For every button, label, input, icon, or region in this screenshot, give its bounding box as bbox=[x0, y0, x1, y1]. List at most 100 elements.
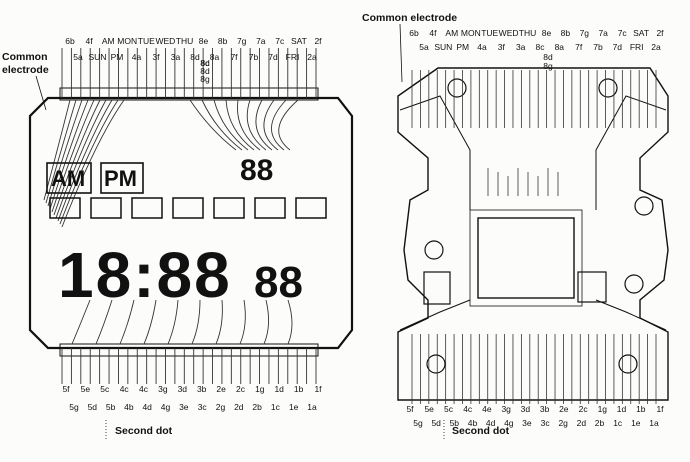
internal-trace bbox=[246, 99, 267, 151]
pin-label: 1e bbox=[289, 402, 299, 412]
pin-label: WED bbox=[499, 28, 519, 38]
weekday-segment bbox=[295, 197, 327, 219]
pin-label: 8d bbox=[200, 66, 210, 76]
board-traces bbox=[411, 70, 657, 404]
mounting-hole bbox=[598, 78, 618, 98]
pin-label: 7c bbox=[275, 36, 285, 46]
internal-trace bbox=[225, 99, 255, 151]
ic-chip-frame bbox=[469, 209, 583, 307]
pin-label: 1f bbox=[314, 384, 322, 394]
internal-trace bbox=[55, 99, 107, 219]
pin-label: 4g bbox=[161, 402, 171, 412]
common-electrode-pointer bbox=[35, 75, 47, 111]
pin-label: 8g bbox=[200, 74, 210, 84]
pin-label: 5c bbox=[444, 404, 454, 414]
weekday-segment bbox=[131, 197, 163, 219]
pin-label: 5f bbox=[62, 384, 70, 394]
pin-label: TUE bbox=[138, 36, 155, 46]
time-digits: 18:88 bbox=[58, 239, 232, 311]
internal-trace bbox=[49, 99, 89, 210]
pin-label: 5d bbox=[431, 418, 441, 428]
internal-trace bbox=[213, 99, 249, 151]
internal-trace bbox=[201, 99, 243, 151]
pin-label: 8a bbox=[210, 52, 220, 62]
mounting-hole bbox=[447, 78, 467, 98]
second-dot-label: Second dot bbox=[115, 425, 173, 437]
pin-label: 4b bbox=[124, 402, 134, 412]
seconds-digits: 88 bbox=[254, 258, 303, 307]
internal-trace bbox=[237, 99, 261, 151]
pin-label: 2b bbox=[252, 402, 262, 412]
pin-label: 3d bbox=[178, 384, 188, 394]
top-connector-strip bbox=[59, 87, 319, 101]
internal-trace bbox=[263, 299, 269, 345]
pin-label: FRI bbox=[630, 42, 644, 52]
internal-trace bbox=[143, 299, 157, 345]
pin-label: 1a bbox=[307, 402, 317, 412]
pin-label: SAT bbox=[633, 28, 649, 38]
am-indicator-frame bbox=[46, 162, 92, 194]
pin-label: 2e bbox=[559, 404, 569, 414]
pin-label: 3a bbox=[516, 42, 526, 52]
internal-trace bbox=[61, 99, 125, 228]
contact-pad bbox=[423, 271, 451, 305]
pin-label: SUN bbox=[89, 52, 107, 62]
pin-label: 7g bbox=[580, 28, 590, 38]
mounting-hole bbox=[426, 354, 446, 374]
internal-trace bbox=[45, 99, 77, 204]
pin-label: 3c bbox=[541, 418, 551, 428]
pin-label: 2f bbox=[314, 36, 322, 46]
pin-label: 4g bbox=[504, 418, 514, 428]
internal-trace bbox=[119, 299, 135, 345]
pin-label: 5e bbox=[81, 384, 91, 394]
pin-label: 5b bbox=[450, 418, 460, 428]
pin-label: 5a bbox=[73, 52, 83, 62]
internal-trace bbox=[278, 99, 299, 151]
pin-label: 2d bbox=[577, 418, 587, 428]
board-outline bbox=[397, 67, 669, 401]
common-electrode-label-line1: Common bbox=[2, 51, 48, 63]
pin-label: 1e bbox=[631, 418, 641, 428]
pin-label: 1d bbox=[617, 404, 627, 414]
pin-label: 5d bbox=[88, 402, 98, 412]
pin-label: 5c bbox=[100, 384, 110, 394]
pin-label: 5b bbox=[106, 402, 116, 412]
bottom-connector-strip bbox=[59, 343, 319, 357]
internal-trace bbox=[95, 299, 113, 345]
pin-label: 4f bbox=[86, 36, 94, 46]
pin-label: 1a bbox=[649, 418, 659, 428]
pin-label: 2e bbox=[216, 384, 226, 394]
internal-trace bbox=[53, 99, 101, 216]
weekday-segment bbox=[254, 197, 286, 219]
am-indicator: AM bbox=[51, 166, 85, 191]
internal-trace bbox=[167, 299, 179, 345]
lead-traces bbox=[43, 48, 317, 384]
pin-label: 4c bbox=[463, 404, 473, 414]
common-electrode-label-line2: electrode bbox=[2, 64, 49, 76]
pin-label: 4b bbox=[468, 418, 478, 428]
pin-label: 2a bbox=[307, 52, 317, 62]
pin-label: 2f bbox=[656, 28, 664, 38]
pin-label: 2g bbox=[216, 402, 226, 412]
pin-label: 3b bbox=[540, 404, 550, 414]
internal-trace bbox=[215, 299, 223, 345]
pin-label: 5f bbox=[406, 404, 414, 414]
pin-label: 5a bbox=[419, 42, 429, 52]
pin-label: 3a bbox=[171, 52, 181, 62]
pin-label: 1c bbox=[271, 402, 281, 412]
pin-label: 2c bbox=[236, 384, 246, 394]
internal-trace bbox=[57, 99, 113, 222]
pin-label: 8b bbox=[218, 36, 228, 46]
pin-label: 4e bbox=[482, 404, 492, 414]
internal-trace bbox=[191, 299, 201, 345]
pin-label: 4d bbox=[486, 418, 496, 428]
pm-indicator: PM bbox=[104, 166, 137, 191]
pin-label: 2g bbox=[558, 418, 568, 428]
pin-label: 6b bbox=[409, 28, 419, 38]
pin-label: 8e bbox=[542, 28, 552, 38]
pm-indicator-frame bbox=[100, 162, 144, 194]
pin-label: 4f bbox=[429, 28, 437, 38]
